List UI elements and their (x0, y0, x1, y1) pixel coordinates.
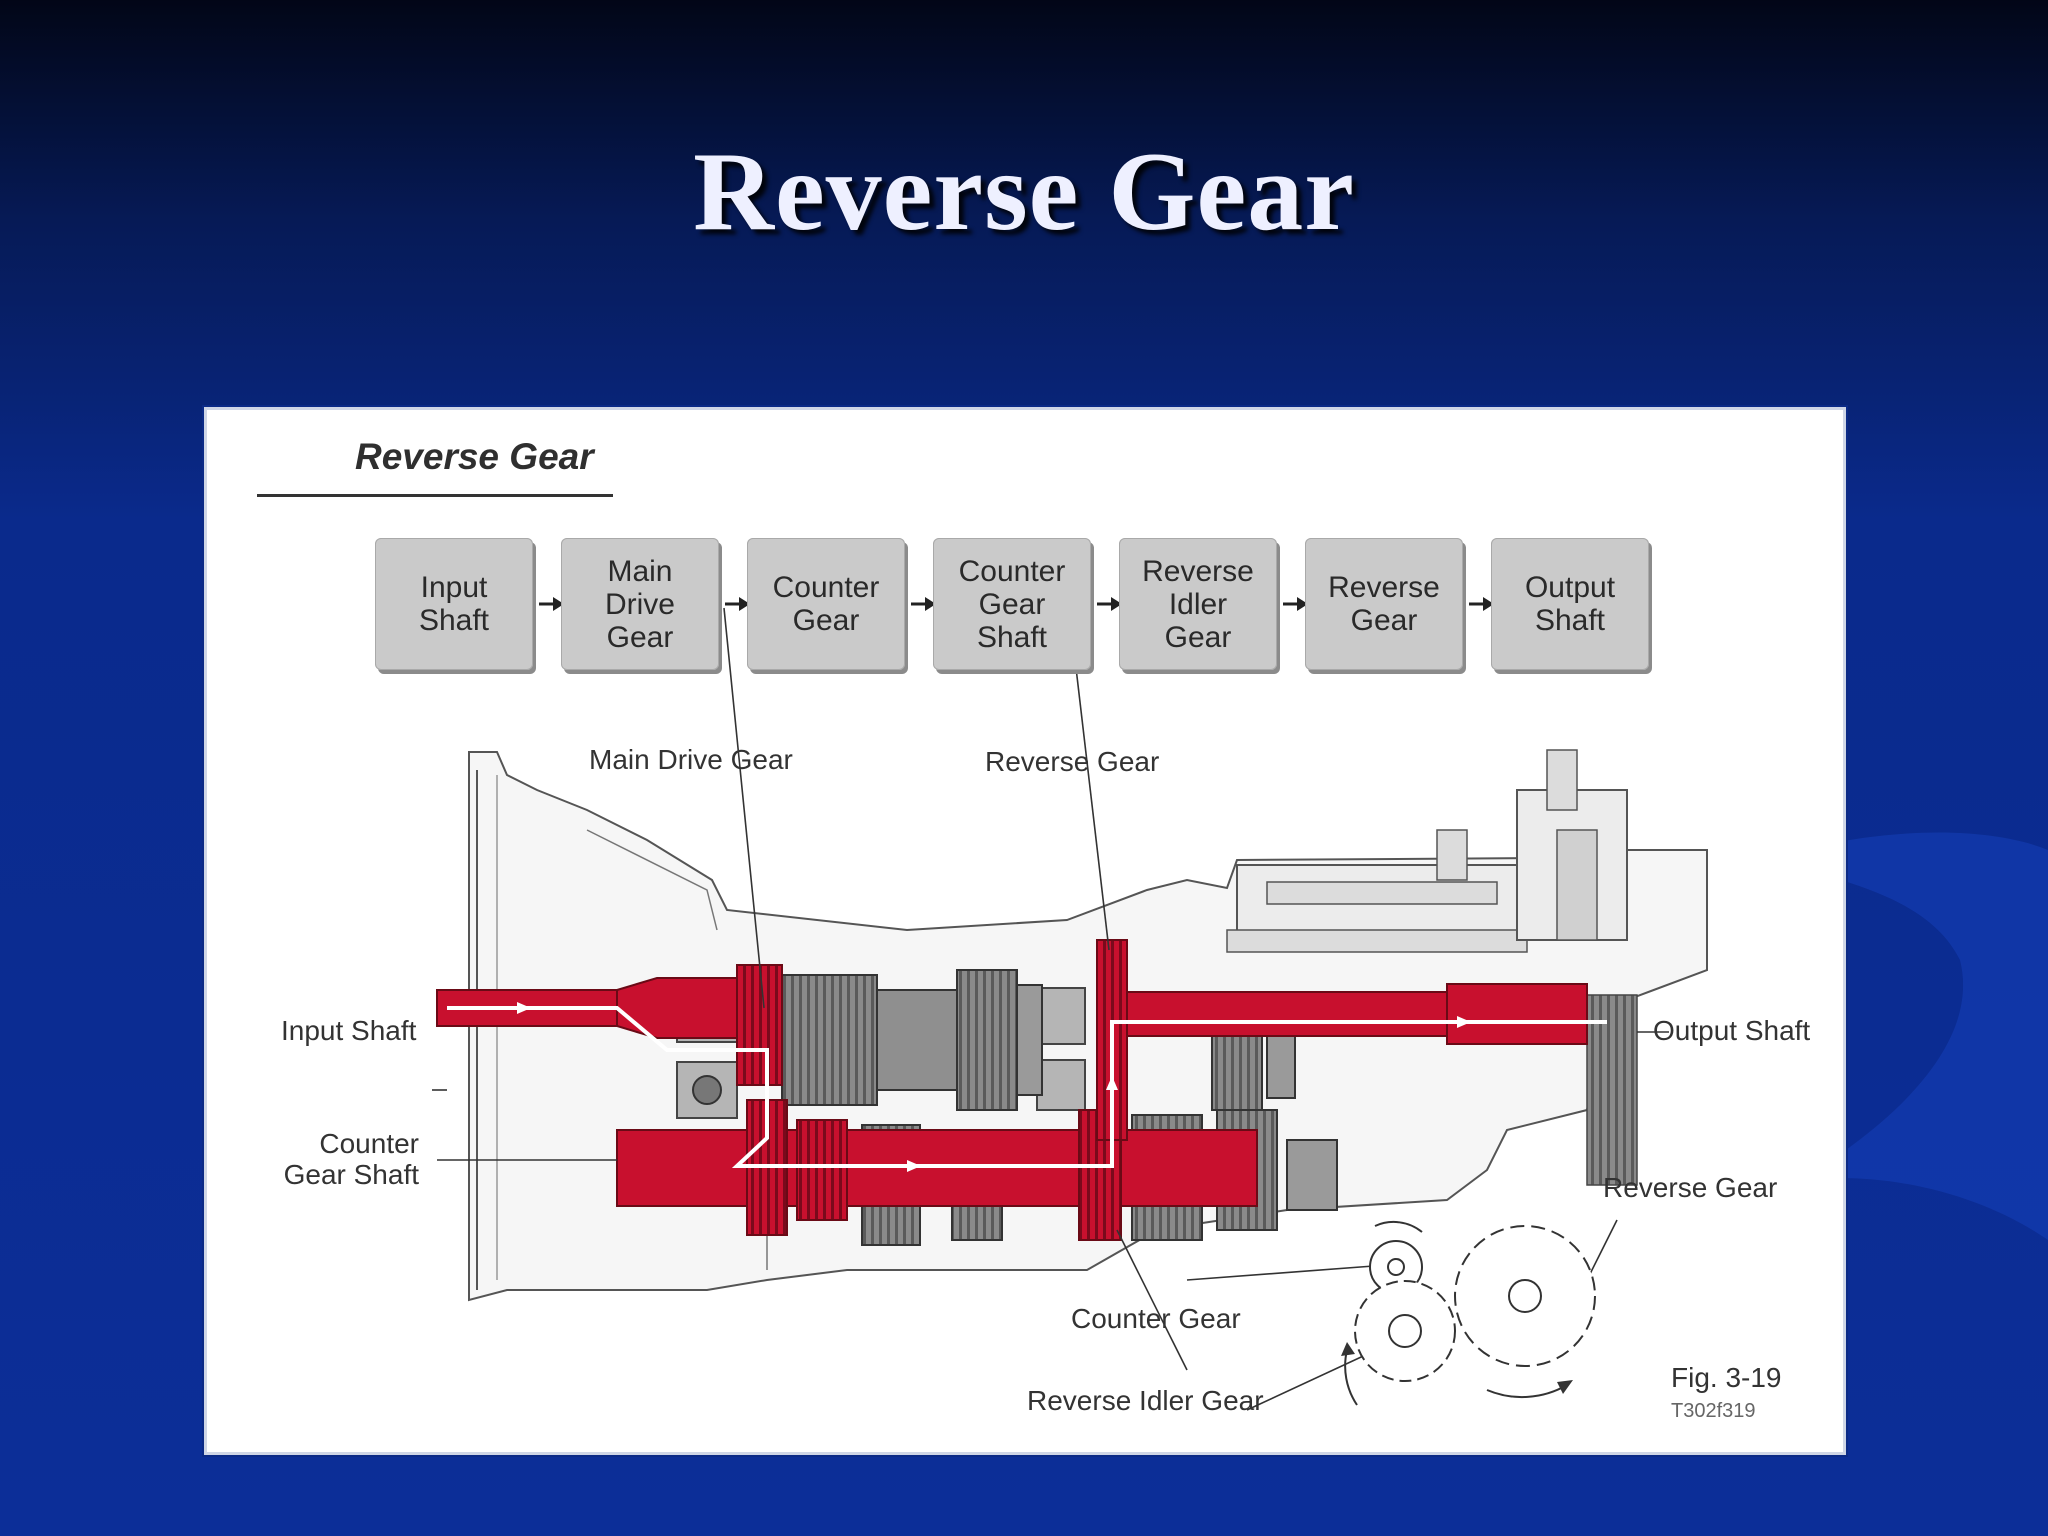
power-flow-line (447, 1006, 1607, 1168)
figure-panel: Reverse Gear Input Shaft Main Drive Gear… (204, 407, 1846, 1455)
flow-box-main-drive-gear: Main Drive Gear (561, 538, 719, 670)
label-main-drive-gear: Main Drive Gear (589, 744, 793, 775)
flow-box-reverse-idler-gear: Reverse Idler Gear (1119, 538, 1277, 670)
figure-heading: Reverse Gear (355, 436, 594, 477)
label-reverse-idler-gear: Reverse Idler Gear (1027, 1385, 1264, 1416)
transmission-cutaway (432, 607, 1708, 1411)
label-counter-gear: Counter Gear (1071, 1303, 1241, 1334)
flow-arrow-icon (539, 597, 564, 611)
main-drive-gear-path (736, 964, 783, 1086)
slide-title: Reverse Gear (693, 130, 1355, 254)
flow-arrow-icon (1097, 597, 1122, 611)
figure-code: T302f319 (1671, 1400, 1756, 1422)
flow-box-output-shaft: Output Shaft (1491, 538, 1649, 670)
flow-arrow-icon (725, 597, 750, 611)
power-flow-chart: Input Shaft Main Drive Gear Counter Gear… (207, 538, 1843, 678)
label-reverse-gear-top: Reverse Gear (985, 746, 1160, 777)
flow-box-counter-gear-shaft: Counter Gear Shaft (933, 538, 1091, 670)
label-output-shaft: Output Shaft (1653, 1015, 1811, 1046)
flow-arrow-icon (1283, 597, 1308, 611)
flow-arrow-icon (911, 597, 936, 611)
label-reverse-gear-inset: Reverse Gear (1603, 1172, 1778, 1203)
figure-number: Fig. 3-19 (1671, 1362, 1782, 1393)
flow-arrow-icon (1469, 597, 1494, 611)
flow-box-reverse-gear: Reverse Gear (1305, 538, 1463, 670)
heading-underline (257, 494, 613, 497)
label-counter-gear-shaft: Counter Gear Shaft (283, 1128, 419, 1190)
gear-schematic-inset (1354, 1225, 1596, 1382)
flow-box-counter-gear: Counter Gear (747, 538, 905, 670)
flow-box-input-shaft: Input Shaft (375, 538, 533, 670)
label-input-shaft: Input Shaft (281, 1015, 417, 1046)
